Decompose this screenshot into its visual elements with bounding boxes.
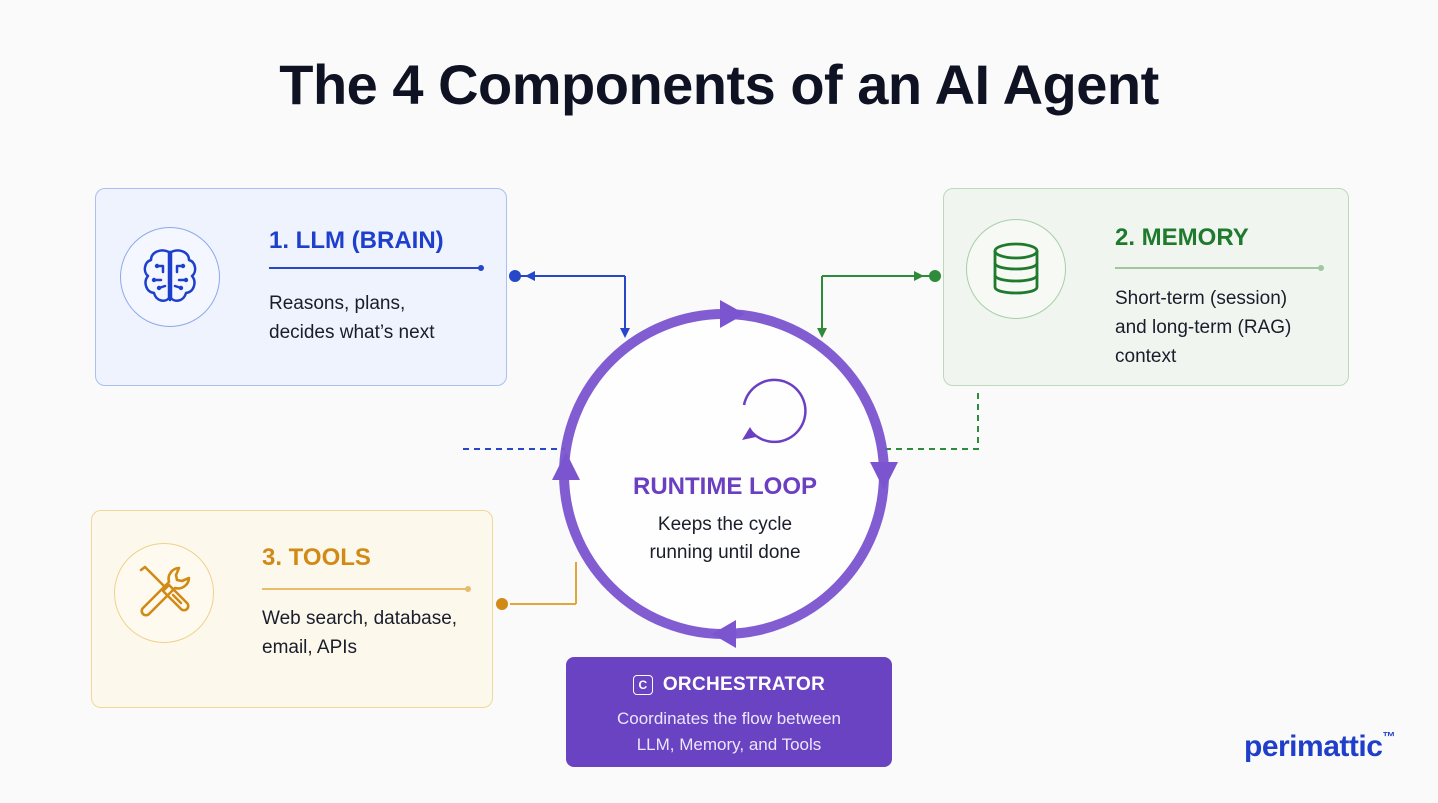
tools-title: 3. TOOLS bbox=[262, 544, 371, 571]
llm-title: 1. LLM (BRAIN) bbox=[269, 227, 444, 254]
page-title: The 4 Components of an AI Agent bbox=[279, 53, 1159, 116]
memory-title: 2. MEMORY bbox=[1115, 224, 1249, 251]
llm-divider bbox=[269, 265, 484, 271]
brain-icon bbox=[120, 227, 220, 327]
memory-card: 2. MEMORY Short-term (session) and long-… bbox=[943, 188, 1349, 386]
refresh-icon bbox=[742, 378, 807, 444]
loop-arrow-top bbox=[720, 300, 745, 328]
runtime-loop-description: Keeps the cycle running until done bbox=[649, 514, 801, 563]
brand-logo: perimattic™ bbox=[1244, 729, 1395, 763]
runtime-loop-title: RUNTIME LOOP bbox=[633, 473, 817, 500]
right-dashed-line bbox=[885, 392, 979, 450]
tools-divider bbox=[262, 586, 471, 592]
llm-card: 1. LLM (BRAIN) Reasons, plans, decides w… bbox=[95, 188, 507, 386]
tools-card: 3. TOOLS Web search, database, email, AP… bbox=[91, 510, 493, 708]
loop-arrow-left bbox=[552, 452, 580, 480]
loop-arrow-right bbox=[870, 462, 898, 490]
tools-connector bbox=[496, 562, 577, 610]
orchestrator-box: C ORCHESTRATOR Coordinates the flow betw… bbox=[566, 657, 892, 767]
loop-arrow-bottom bbox=[712, 620, 736, 648]
memory-connector bbox=[817, 270, 941, 338]
memory-divider bbox=[1115, 265, 1324, 271]
llm-description: Reasons, plans, decides what’s next bbox=[269, 293, 435, 343]
tools-icon bbox=[114, 543, 214, 643]
orchestrator-title: ORCHESTRATOR bbox=[662, 674, 826, 695]
memory-description: Short-term (session) and long-term (RAG)… bbox=[1115, 288, 1292, 367]
orchestrator-description: Coordinates the flow between LLM, Memory… bbox=[617, 709, 841, 754]
orchestrator-header: C ORCHESTRATOR bbox=[566, 674, 892, 696]
llm-connector bbox=[509, 270, 630, 338]
database-icon bbox=[966, 219, 1066, 319]
orchestrator-icon: C bbox=[632, 675, 653, 695]
tools-description: Web search, database, email, APIs bbox=[262, 608, 458, 658]
